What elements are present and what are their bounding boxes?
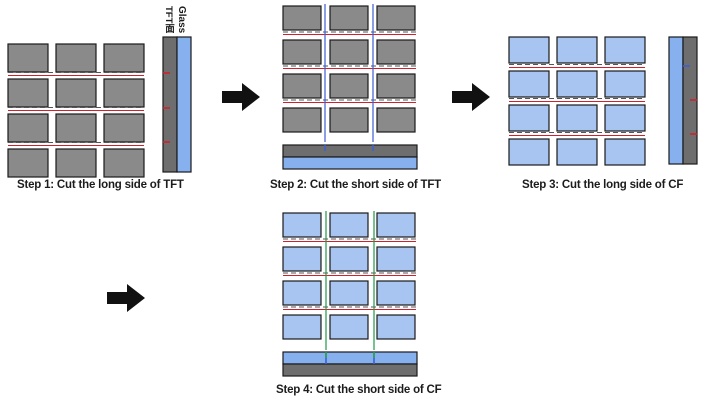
step1-cell: [55, 113, 97, 143]
step4-cell: [282, 314, 322, 340]
tft-side-label: TFT面: [163, 6, 174, 33]
step1-cell: [103, 113, 145, 143]
step1-cell: [55, 78, 97, 108]
step3-cell: [604, 36, 646, 64]
step4-cell: [329, 212, 369, 238]
step2-cell: [329, 73, 369, 99]
step3-cell: [508, 138, 550, 166]
step2-cf-glass: [282, 156, 418, 170]
step2-cell: [282, 39, 322, 65]
step3-cell: [604, 70, 646, 98]
step3-cf-glass: [668, 36, 684, 165]
step1-cell: [55, 43, 97, 73]
arrow-right-icon: [452, 83, 490, 111]
step-1-caption: Step 1: Cut the long side of TFT: [17, 179, 184, 191]
step3-cell: [604, 104, 646, 132]
step4-cf-glass: [282, 351, 418, 365]
step1-cell: [7, 78, 49, 108]
step4-cell: [282, 280, 322, 306]
step3-cell: [508, 36, 550, 64]
step3-cell: [604, 138, 646, 166]
step3-cell: [556, 70, 598, 98]
step1-cell: [7, 148, 49, 178]
step1-cell: [103, 148, 145, 178]
step4-cell: [329, 314, 369, 340]
step2-cell: [282, 107, 322, 133]
step2-cell: [376, 73, 416, 99]
step1-cell: [103, 43, 145, 73]
step2-cell: [329, 39, 369, 65]
arrow-right-icon: [222, 83, 260, 111]
step2-cell: [282, 5, 322, 31]
step4-cell: [329, 280, 369, 306]
step4-cell: [376, 314, 416, 340]
step4-cell: [376, 280, 416, 306]
step1-cell: [7, 43, 49, 73]
step4-cell: [376, 212, 416, 238]
step4-tft-glass: [282, 363, 418, 377]
step1-cell: [55, 148, 97, 178]
step2-cell: [376, 107, 416, 133]
step3-cell: [556, 36, 598, 64]
glass-label: Glass: [176, 6, 187, 34]
step4-cell: [282, 246, 322, 272]
step1-tft-glass: [162, 36, 178, 173]
step2-cell: [282, 73, 322, 99]
step3-cell: [556, 138, 598, 166]
arrow-right-icon: [107, 284, 145, 312]
step1-cell: [103, 78, 145, 108]
step1-cf-glass: [176, 36, 192, 173]
step4-cell: [329, 246, 369, 272]
step-3-caption: Step 3: Cut the long side of CF: [522, 179, 684, 191]
step2-cell: [329, 5, 369, 31]
step1-cell: [7, 113, 49, 143]
step2-cell: [376, 5, 416, 31]
step2-cell: [329, 107, 369, 133]
step4-cell: [282, 212, 322, 238]
step3-cell: [556, 104, 598, 132]
step-4-caption: Step 4: Cut the short side of CF: [276, 384, 442, 396]
step3-cell: [508, 70, 550, 98]
step2-tft-glass: [282, 144, 418, 158]
step-2-caption: Step 2: Cut the short side of TFT: [270, 179, 442, 191]
step2-cell: [376, 39, 416, 65]
step4-cell: [376, 246, 416, 272]
step3-cell: [508, 104, 550, 132]
